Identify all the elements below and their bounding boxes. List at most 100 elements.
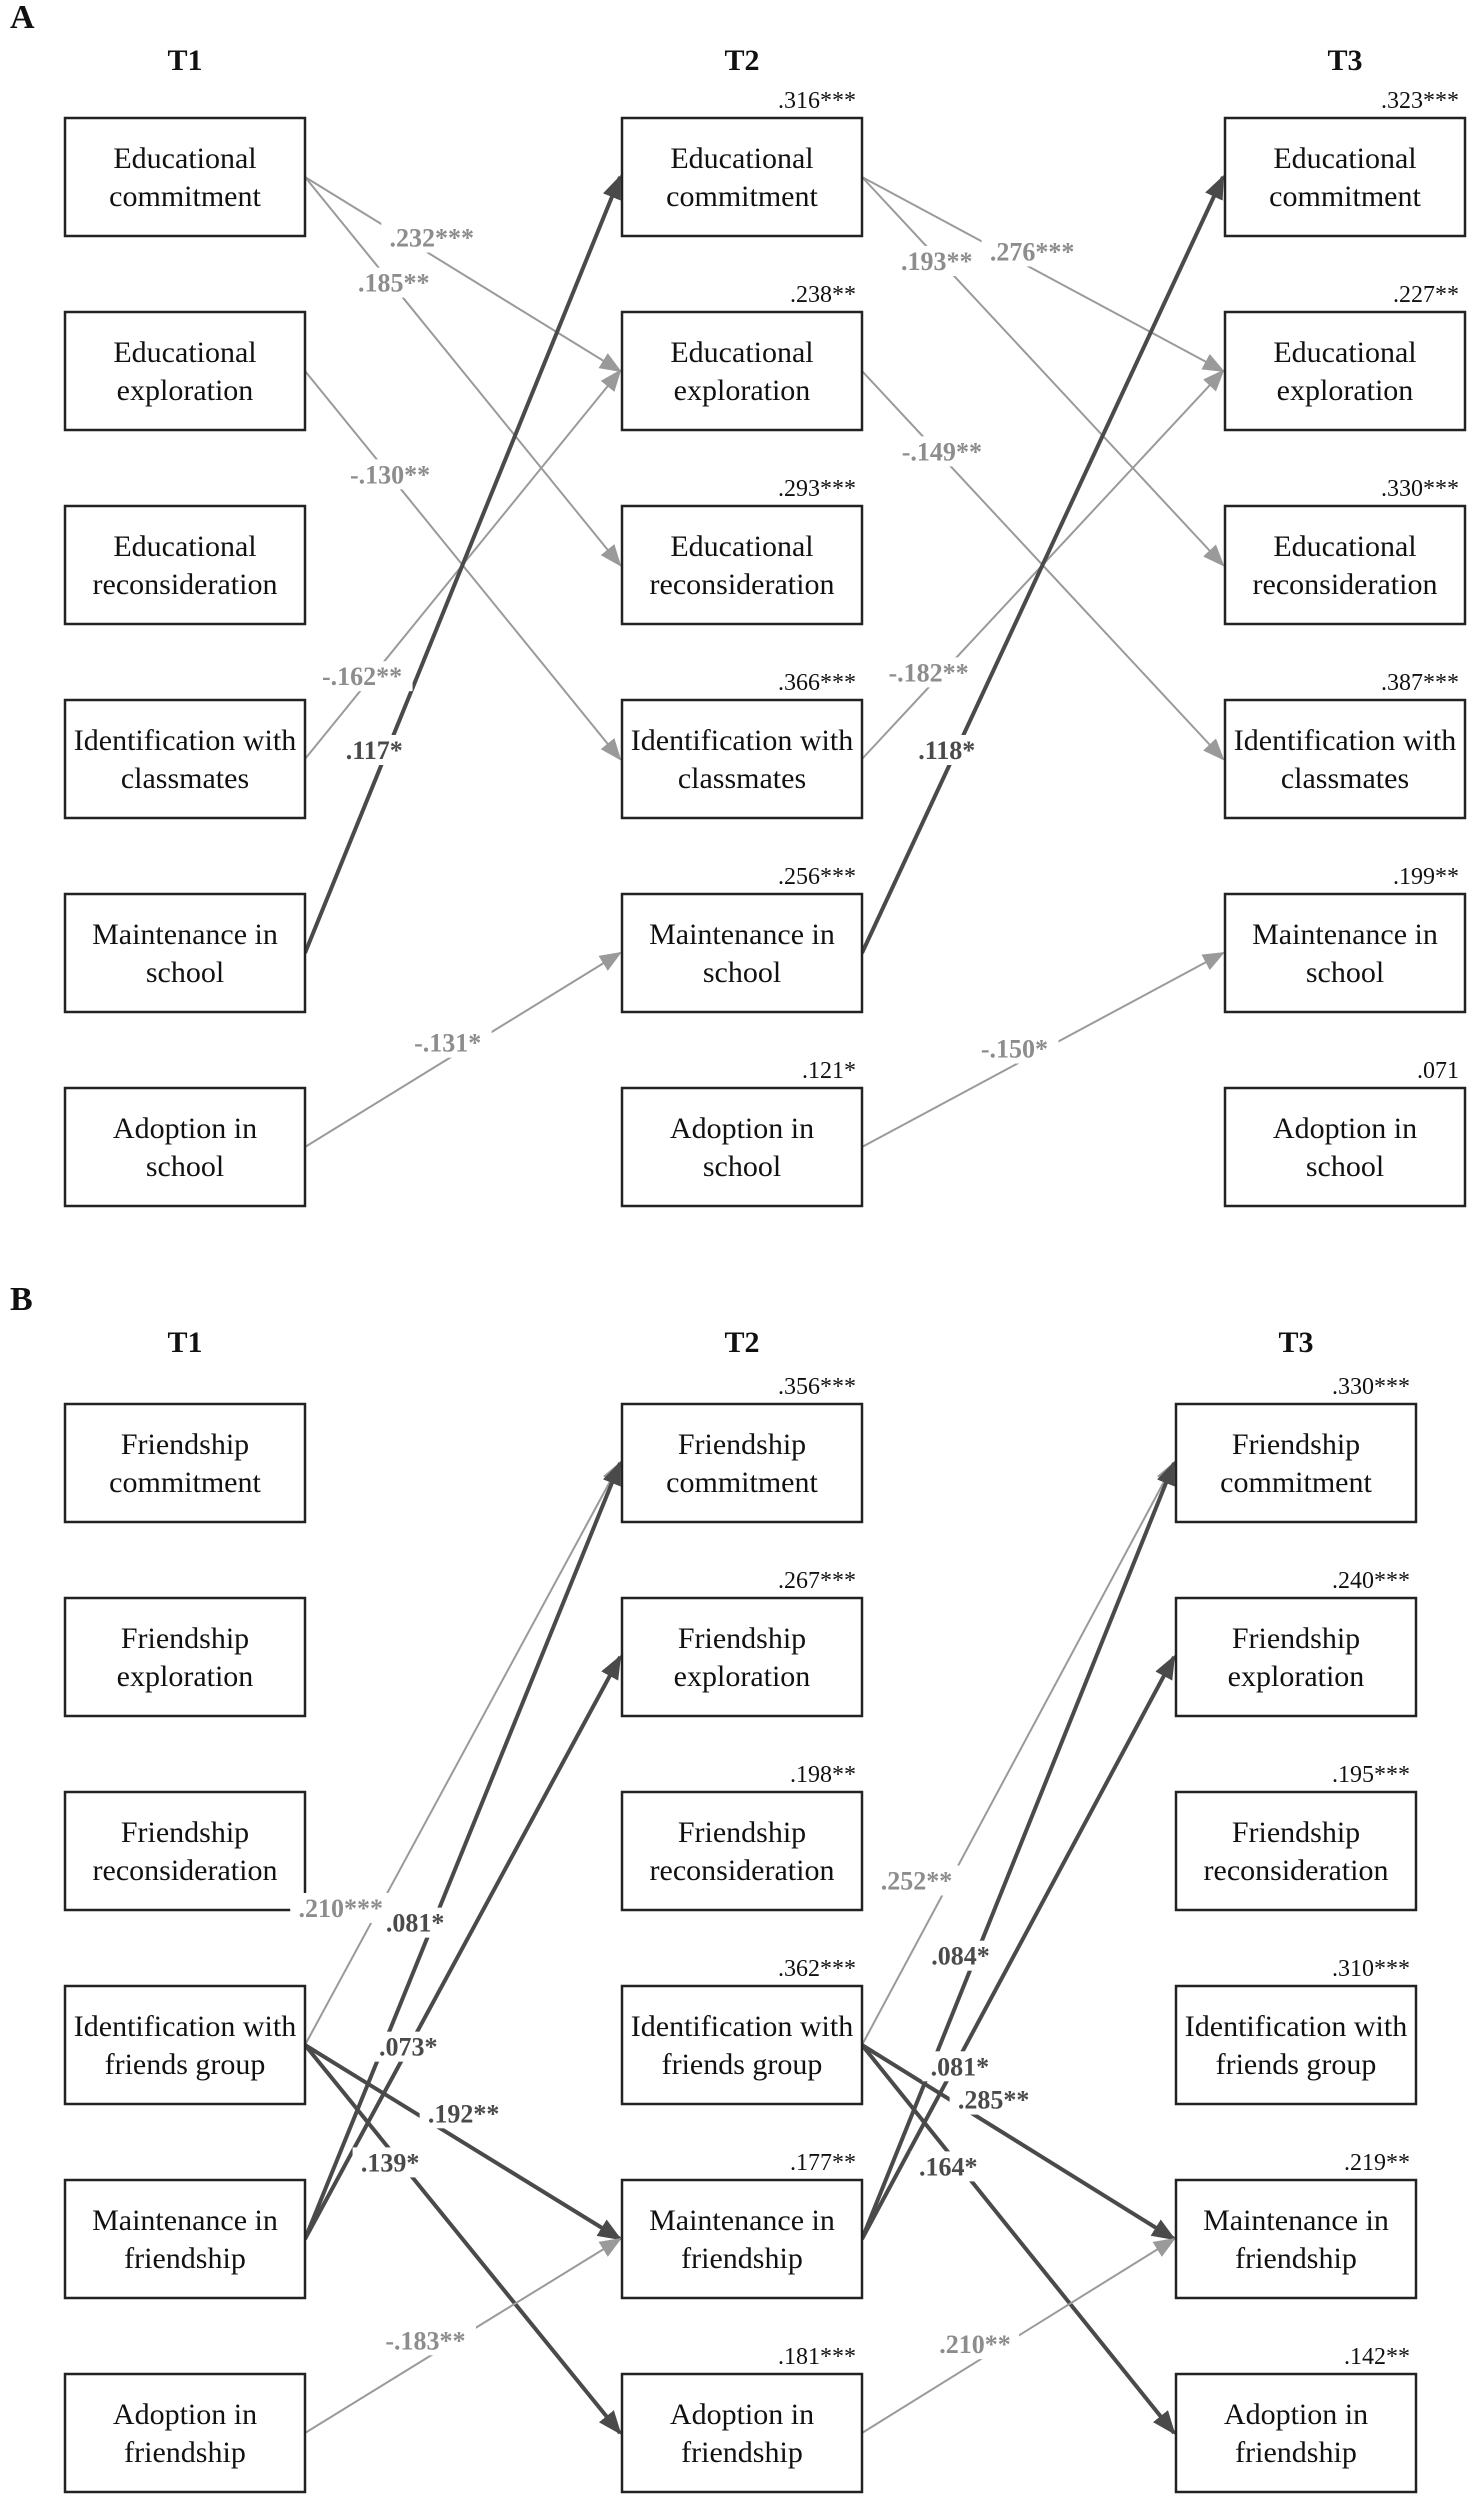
panel-a-r2-value: .121*: [802, 1058, 856, 1084]
panel-b-coefficient-stars: **: [985, 2330, 1011, 2359]
panel-b-coefficient-stars: *: [406, 2148, 419, 2177]
variable-label-line: Maintenance in: [1252, 918, 1438, 951]
variable-label-line: commitment: [109, 1466, 261, 1499]
panel-b-time-label-t3: T3: [1278, 1326, 1313, 1359]
variable-box-frame: [63, 2178, 307, 2300]
variable-label-line: Friendship: [1232, 1428, 1360, 1461]
variable-box-frame: [63, 2372, 307, 2494]
panel-b-coefficient-stars: **: [473, 2099, 499, 2128]
panel-a-coefficient-stars: ***: [435, 224, 474, 253]
variable-label-line: Maintenance in: [649, 2204, 835, 2237]
panel-b-r2-value: .195***: [1332, 1762, 1410, 1788]
panel-a-coefficient-value: -.182: [889, 658, 943, 687]
panel-a-coefficient-stars: **: [404, 269, 430, 298]
variable-label-line: Maintenance in: [649, 918, 835, 951]
variable-box-frame: [620, 504, 864, 626]
variable-label-line: Educational: [113, 530, 256, 563]
panel-a-coefficient-backdrop: [981, 236, 1083, 267]
panel-b-path-coefficient: .164*: [919, 2152, 978, 2181]
panel-b-r2-value: .310***: [1332, 1956, 1410, 1982]
panel-b-r2-value: .362***: [778, 1956, 856, 1982]
variable-label-line: reconsideration: [650, 568, 835, 601]
panel-b-path-arrow: [303, 2043, 622, 2435]
panel-a-coefficient-backdrop: [403, 1027, 492, 1058]
variable-label-line: Educational: [1273, 336, 1416, 369]
panel-a-path-arrow: [303, 174, 622, 954]
variable-label-line: school: [146, 956, 224, 989]
panel-a-coefficient-backdrop: [311, 661, 413, 692]
panel-a-path-arrow: [304, 176, 622, 373]
variable-label-line: Adoption in: [1273, 1112, 1417, 1145]
variable-label-line: commitment: [1220, 1466, 1372, 1499]
panel-a-coefficient-value: .232: [390, 224, 436, 253]
variable-box-frame: [63, 1086, 307, 1208]
panel-b-t2-box-maintenance-in-friendship: Maintenance in friendship: [620, 2178, 864, 2300]
variable-label-line: friendship: [1235, 2242, 1357, 2275]
panel-a-time-label-t1: T1: [167, 44, 202, 77]
panel-a-coefficient-backdrop: [891, 436, 993, 467]
panel-a-coefficient-stars: **: [376, 662, 402, 691]
variable-label-line: Friendship: [121, 1428, 249, 1461]
panel-b-time-label-t2: T2: [724, 1326, 759, 1359]
panel-a-path-arrow: [860, 174, 1225, 954]
panel-a-r2-value: .227**: [1393, 282, 1459, 308]
panel-a-coefficient-value: -.150: [981, 1035, 1035, 1064]
boxes-layer: EducationalcommitmentEducationalexplorat…: [63, 116, 1467, 2494]
variable-label-line: commitment: [1269, 180, 1421, 213]
panel-a-path-coefficient: -.130**: [350, 460, 430, 489]
panel-b-coefficient-value: .081: [386, 1909, 432, 1938]
panel-b-t2-box-friendship-exploration: Friendship exploration: [620, 1596, 864, 1718]
variable-label-line: Friendship: [1232, 1622, 1360, 1655]
panel-b-coefficient-backdrop: [374, 2325, 476, 2356]
variable-label-line: Educational: [670, 142, 813, 175]
variable-label-line: friendship: [1235, 2436, 1357, 2469]
variable-label-line: school: [1306, 956, 1384, 989]
panel-b-path-arrow: [304, 1461, 622, 2046]
variable-label-line: friendship: [681, 2242, 803, 2275]
variable-label-line: school: [146, 1150, 224, 1183]
variable-label-line: reconsideration: [93, 568, 278, 601]
panel-a-path-coefficient: .118*: [918, 736, 975, 765]
panel-b-coefficient-backdrop: [352, 2147, 428, 2178]
panel-a-coefficient-backdrop: [892, 246, 981, 276]
variable-label-line: school: [1306, 1150, 1384, 1183]
panel-a-t1-box-educational-reconsideration: Educational reconsideration: [63, 504, 307, 626]
panel-b-t1-box-friendship-commitment: Friendship commitment: [63, 1402, 307, 1524]
variable-label-line: exploration: [1228, 1660, 1365, 1693]
variable-label-line: Educational: [1273, 142, 1416, 175]
panel-a-coefficient-value: -.149: [902, 437, 956, 466]
variable-box-frame: [1223, 698, 1467, 820]
variable-label-line: school: [703, 1150, 781, 1183]
panel-b-coefficient-value: .210: [939, 2330, 985, 2359]
variable-label-line: exploration: [674, 1660, 811, 1693]
variable-label-line: commitment: [109, 180, 261, 213]
variable-label-line: Friendship: [678, 1622, 806, 1655]
variable-label-line: Educational: [113, 336, 256, 369]
variable-label-line: friendship: [124, 2436, 246, 2469]
panel-a-r2-value: .199**: [1393, 864, 1459, 890]
panel-a-time-label-t2: T2: [724, 44, 759, 77]
panel-b-r2-value: .267***: [778, 1568, 856, 1594]
panel-a-coefficient-value: .118: [918, 736, 962, 765]
panel-a-r2-value: .387***: [1381, 670, 1459, 696]
variable-box-frame: [620, 116, 864, 238]
variable-box-frame: [620, 892, 864, 1014]
panel-b-coefficient-backdrop: [419, 2098, 508, 2129]
panel-a-path-arrow: [861, 176, 1225, 567]
panel-b-coefficient-stars: *: [976, 2052, 989, 2081]
panel-a-coefficient-value: -.130: [350, 460, 404, 489]
panel-a-coefficient-value: .117: [346, 736, 390, 765]
panel-a-r2-value: .238**: [790, 282, 856, 308]
panel-b-coefficient-backdrop: [377, 1907, 453, 1938]
panel-b-coefficient-backdrop: [922, 2051, 998, 2082]
